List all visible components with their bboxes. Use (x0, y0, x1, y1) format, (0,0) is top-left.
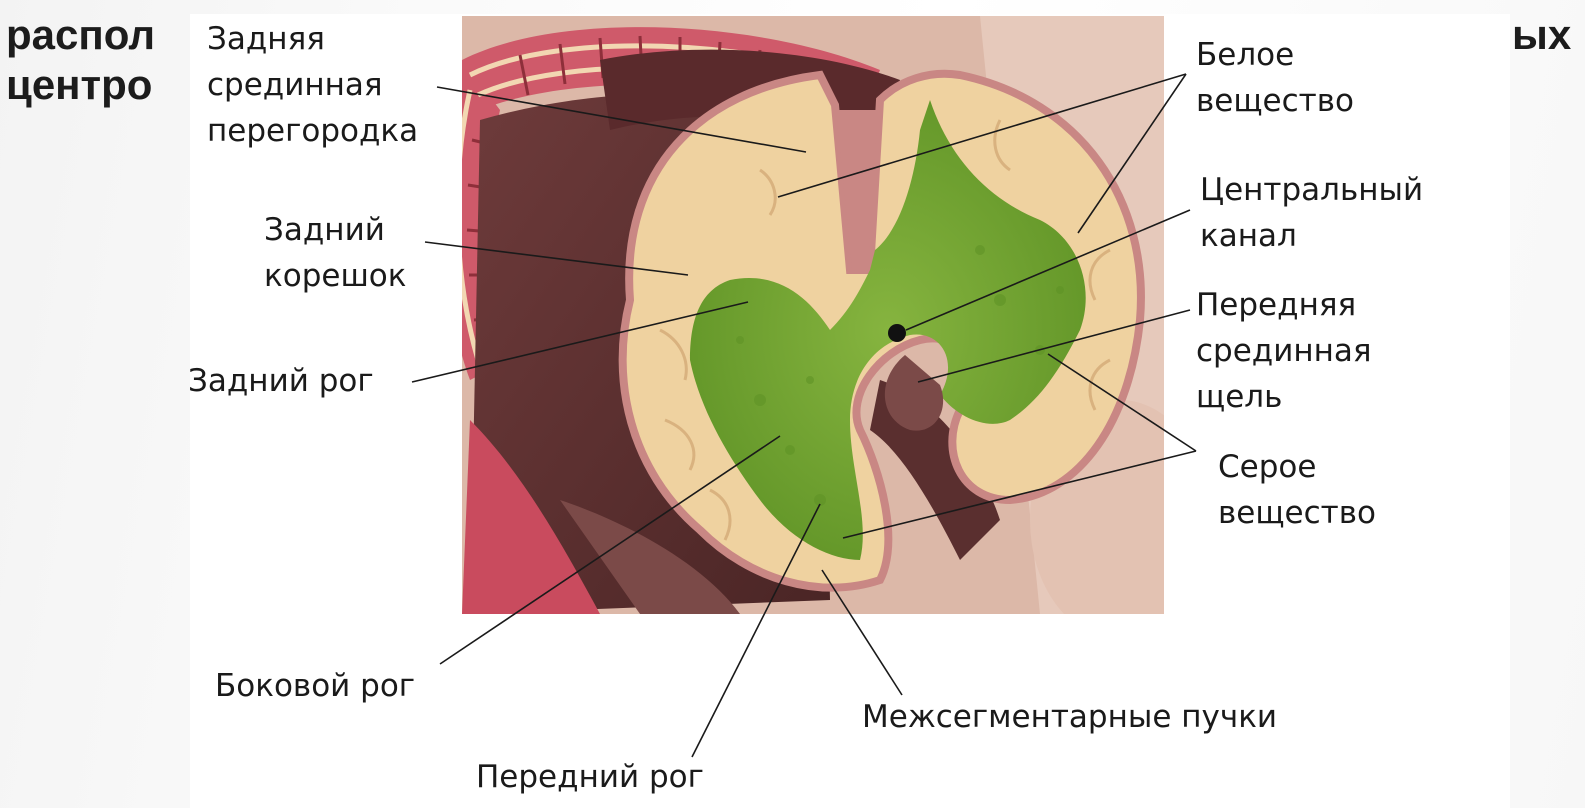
label-white-matter: Белое вещество (1196, 32, 1354, 124)
illustration-content (442, 16, 1210, 640)
label-posterior-root: Задний корешок (264, 207, 407, 299)
label-intersegmental-bundles: Межсегментарные пучки (862, 694, 1277, 740)
label-anterior-median-fissure: Передняя срединная щель (1196, 282, 1372, 420)
label-gray-matter: Серое вещество (1218, 444, 1376, 536)
label-central-canal: Центральный канал (1200, 167, 1423, 259)
label-anterior-horn: Передний рог (476, 754, 704, 800)
central-canal-dot (888, 324, 906, 342)
label-posterior-horn: Задний рог (188, 358, 374, 404)
label-posterior-median-septum: Задняя срединная перегородка (207, 16, 418, 154)
label-lateral-horn: Боковой рог (215, 663, 415, 709)
